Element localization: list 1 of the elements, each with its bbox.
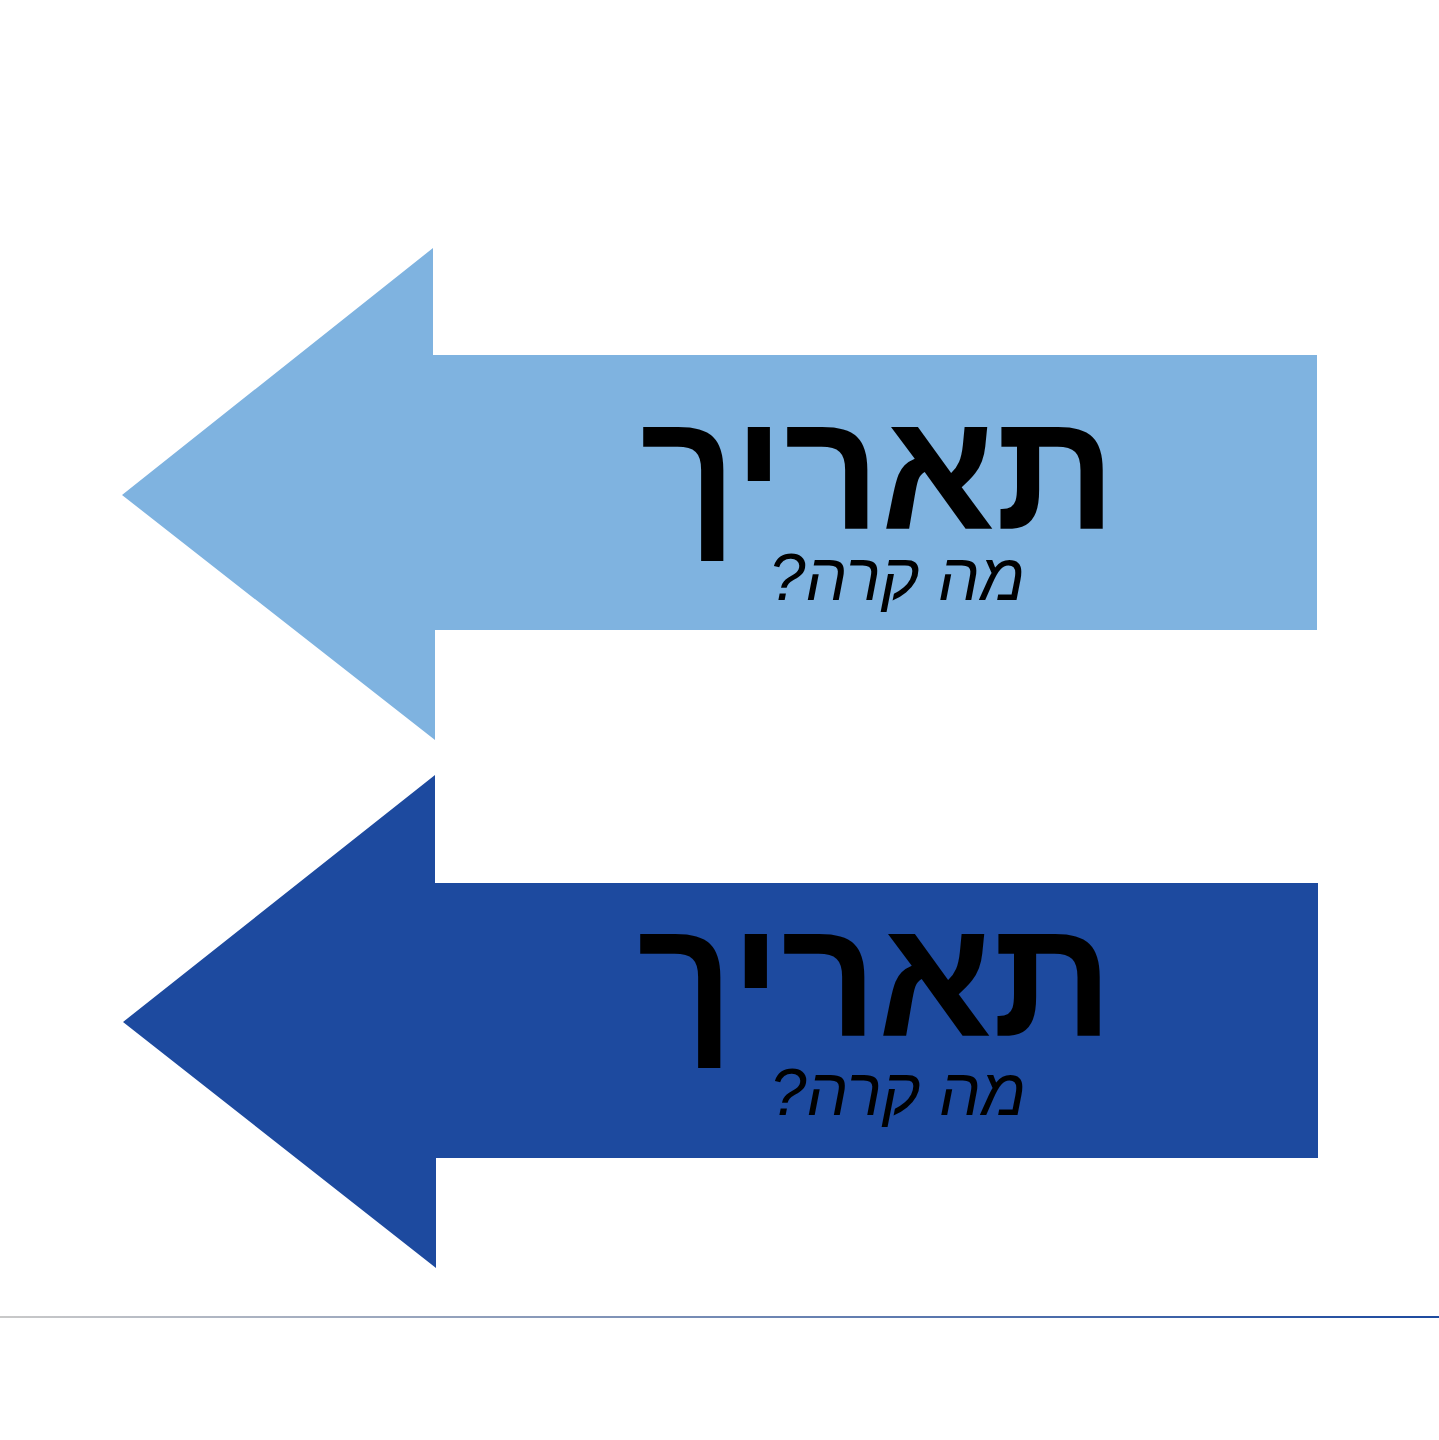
subtitle-text: מה קרה? <box>769 1054 1027 1130</box>
